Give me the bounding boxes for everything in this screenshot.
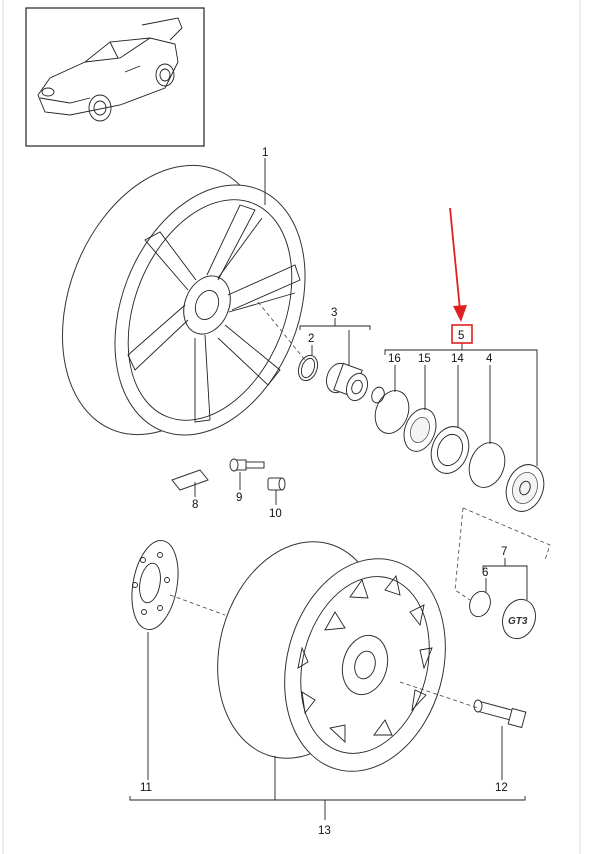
seal-ring-4 bbox=[468, 442, 506, 488]
o-ring-2 bbox=[297, 354, 319, 382]
callout-7: 7 bbox=[501, 546, 507, 558]
gt3-emblem-text: GT3 bbox=[508, 616, 528, 627]
lock-assembly bbox=[374, 390, 545, 512]
callout-1: 1 bbox=[262, 147, 268, 159]
red-highlight-box bbox=[451, 324, 473, 344]
leader-lines bbox=[169, 301, 479, 709]
red-arrow-head-icon bbox=[453, 305, 467, 322]
callout-3: 3 bbox=[331, 307, 337, 319]
wheel-spacer bbox=[131, 540, 179, 630]
car-thumbnail bbox=[25, 7, 205, 147]
callout-13: 13 bbox=[318, 825, 331, 837]
callout-9: 9 bbox=[236, 492, 242, 504]
balance-weight-8 bbox=[171, 469, 209, 491]
callout-lines bbox=[129, 158, 538, 820]
highlight-annotation bbox=[449, 207, 473, 344]
wheel-bolt bbox=[473, 699, 527, 729]
callout-14: 14 bbox=[451, 353, 464, 365]
callout-5: 5 bbox=[458, 330, 464, 342]
callout-16: 16 bbox=[388, 353, 401, 365]
callout-10: 10 bbox=[269, 508, 282, 520]
alloy-wheel bbox=[61, 164, 306, 436]
small-parts bbox=[171, 458, 286, 491]
callout-8: 8 bbox=[192, 499, 198, 511]
dashed-guide bbox=[454, 507, 551, 601]
brake-disc bbox=[217, 541, 446, 772]
callout-numbers: 1 2 3 4 5 6 7 8 9 10 11 12 13 14 15 16 bbox=[140, 147, 508, 837]
snap-ring-16 bbox=[374, 390, 410, 434]
o-ring-6 bbox=[469, 590, 491, 618]
lock-cap bbox=[505, 464, 545, 512]
callout-12: 12 bbox=[495, 782, 508, 794]
center-lock-nut-3 bbox=[325, 362, 385, 404]
callout-11: 11 bbox=[140, 782, 152, 794]
hub-parts bbox=[297, 354, 385, 404]
valve-9 bbox=[229, 458, 265, 472]
callout-6: 6 bbox=[482, 567, 488, 579]
callout-2: 2 bbox=[308, 333, 314, 345]
callout-4: 4 bbox=[486, 353, 493, 365]
valve-cap-10 bbox=[267, 477, 286, 491]
red-arrow-line bbox=[449, 207, 461, 311]
center-cap-7: GT3 bbox=[501, 598, 537, 640]
callout-15: 15 bbox=[418, 353, 431, 365]
